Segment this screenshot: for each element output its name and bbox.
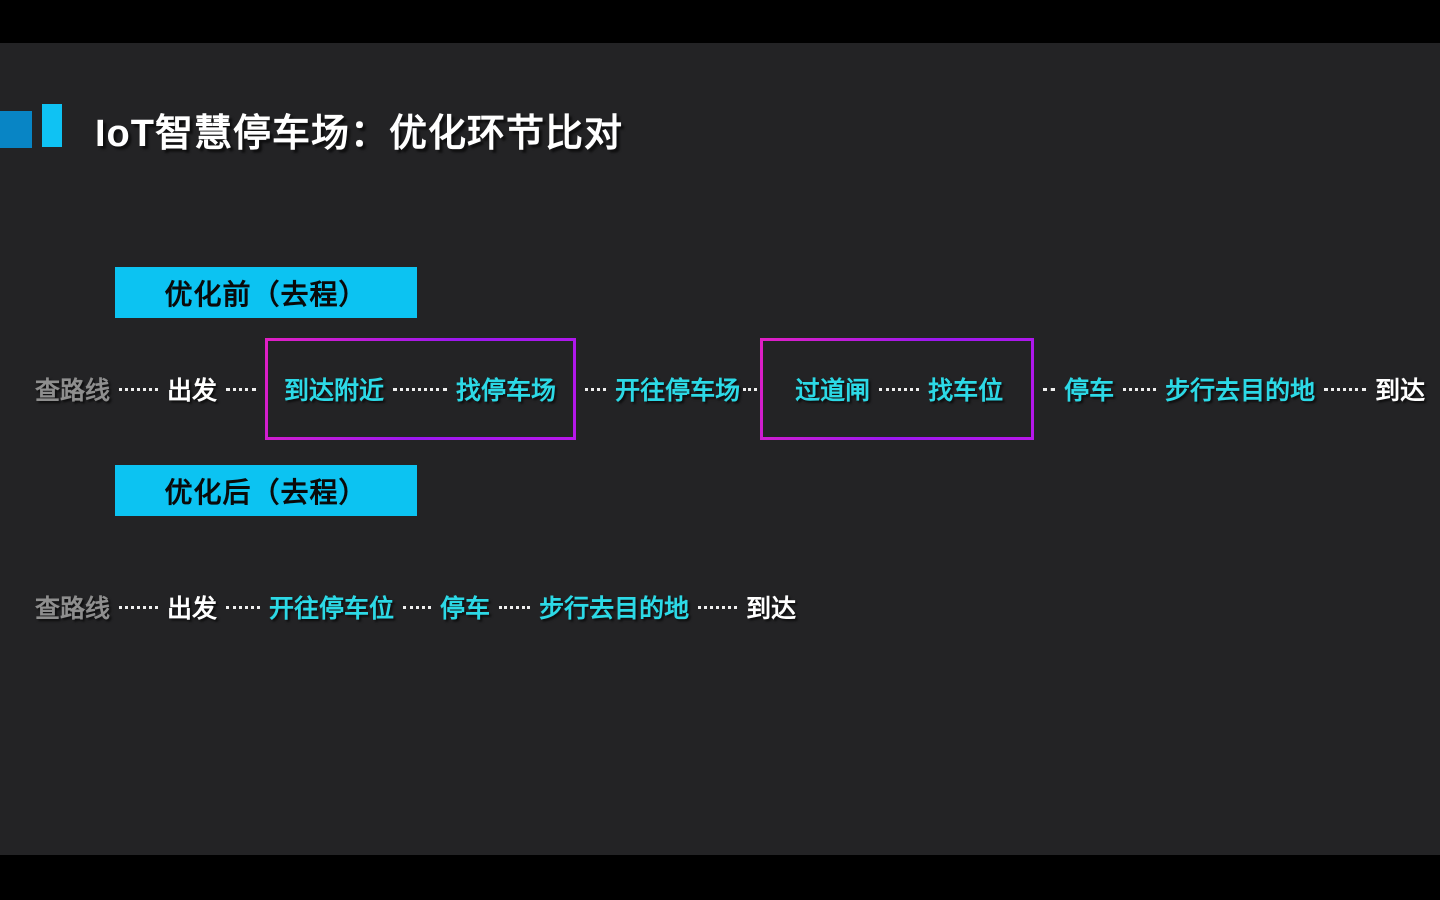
step-check-route: 查路线 [35,377,111,405]
slide-title: IoT智慧停车场：优化环节比对 [95,113,623,155]
dotted-connector [879,387,920,391]
step-depart: 出发 [167,377,218,405]
dotted-connector [1043,387,1056,391]
dotted-connector [585,387,607,391]
letterbox-top [0,0,1440,43]
dotted-connector [1324,387,1367,391]
dotted-connector [119,387,159,391]
highlight-box-gate-spot: 过道闸 找车位 [760,338,1035,440]
step-depart: 出发 [167,595,218,623]
dotted-connector [119,605,159,609]
dotted-connector [499,605,531,609]
title-accent-cyan-square [42,104,62,147]
highlight-box-find-lot: 到达附近 找停车场 [265,338,577,440]
title-accent-dark-square [0,111,32,148]
step-arrive-nearby: 到达附近 [284,377,385,405]
dotted-connector [393,387,448,391]
flow-after: 查路线 出发 开往停车位 停车 步行去目的地 到达 [35,580,796,634]
dotted-connector [698,605,738,609]
flow-before: 查路线 出发 到达附近 找停车场 开往停车场 过道闸 找车位 停车 步行去目的地… [35,337,1425,441]
step-find-parking-lot: 找停车场 [456,377,557,405]
letterbox-bottom [0,855,1440,900]
section-label-before: 优化前（去程） [115,267,417,318]
step-find-spot: 找车位 [928,377,1004,405]
dotted-connector [226,605,261,609]
step-check-route: 查路线 [35,595,111,623]
step-arrive: 到达 [746,595,797,623]
step-arrive: 到达 [1375,377,1426,405]
step-drive-to-spot: 开往停车位 [269,595,395,623]
dotted-connector [403,605,432,609]
step-walk-to-destination: 步行去目的地 [1165,377,1316,405]
step-walk-to-destination: 步行去目的地 [539,595,690,623]
dotted-connector [1123,387,1157,391]
step-park: 停车 [440,595,491,623]
section-label-after: 优化后（去程） [115,465,417,516]
step-pass-gate: 过道闸 [795,377,871,405]
dotted-connector [226,387,257,391]
step-drive-to-lot: 开往停车场 [615,377,741,405]
dotted-connector [743,387,758,391]
step-park: 停车 [1064,377,1115,405]
